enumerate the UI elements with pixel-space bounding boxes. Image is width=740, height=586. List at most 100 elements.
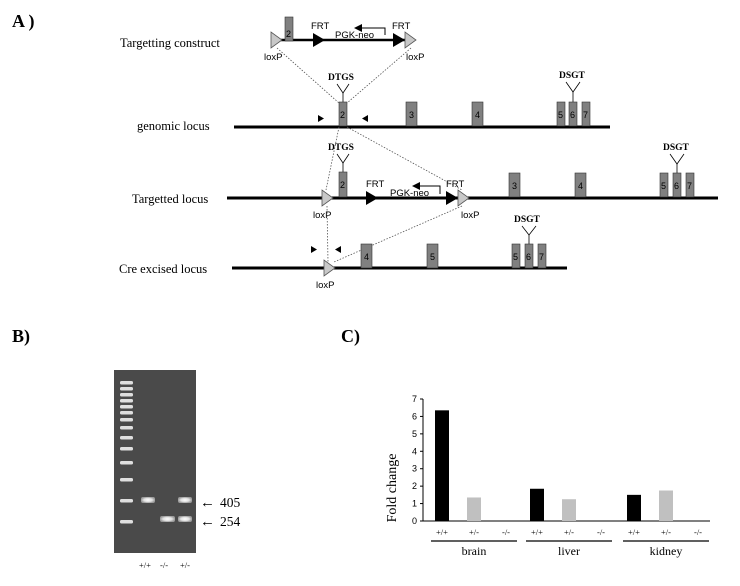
band-254-ko [160, 516, 175, 522]
excised-exon-6 [524, 243, 534, 269]
y-tick-label-3: 3 [412, 464, 417, 474]
genomic-exon-7 [581, 101, 591, 127]
x-tick-label-liver-2: -/- [597, 527, 605, 537]
lane-label-wt: +/+ [139, 560, 151, 570]
construct-neo-arrow-icon [360, 27, 386, 35]
panel-a: A ) Targetting construct genomic locus T… [12, 11, 718, 291]
targeted-loxp-left-label: loxP [313, 210, 331, 221]
targeted-exon-2 [338, 171, 348, 198]
ladder-band-1 [120, 381, 133, 385]
targeted-neo-label: PGK-neo [390, 188, 429, 199]
y-tick-label-4: 4 [412, 446, 417, 456]
ladder-band-14 [120, 520, 133, 524]
targeted-neo-arrowhead-icon [412, 182, 420, 190]
band-254-label: 254 [220, 514, 241, 529]
y-tick-label-1: 1 [412, 499, 417, 509]
group-label-liver: liver [558, 544, 580, 558]
lane-label-het: +/- [180, 560, 190, 570]
excised-exon-5-label: 5 [513, 252, 518, 262]
targeted-exon-7-label: 7 [687, 181, 692, 191]
targeted-loxp-right-icon [457, 189, 470, 207]
targeted-exon-3 [508, 172, 521, 198]
excised-diagram: loxP 4 5 DSGT 5 6 7 [232, 215, 567, 291]
band-254-arrow-icon: ← [200, 514, 215, 530]
targeted-exon-6-label: 6 [674, 181, 679, 191]
ladder-band-2 [120, 387, 133, 391]
ladder-band-10 [120, 447, 133, 451]
ladder-band-11 [120, 461, 133, 465]
row-label-construct: Targetting construct [120, 36, 220, 50]
homology-lines-top [276, 47, 412, 104]
y-tick-label-5: 5 [412, 429, 417, 439]
targeted-frt-right-icon [446, 191, 458, 205]
construct-loxp-left-icon [270, 31, 283, 49]
targeted-dtgs-label: DTGS [328, 143, 354, 153]
genomic-exon-5 [556, 101, 566, 127]
targeted-exon-4-label: 4 [578, 181, 583, 191]
excised-exon-5-box [426, 243, 439, 269]
chart-ylabel: Fold change [385, 454, 400, 523]
genomic-dtgs-label: DTGS [328, 73, 354, 83]
targeted-exon-5-label: 5 [661, 181, 666, 191]
targeted-loxp-left-icon [321, 189, 334, 207]
excised-exon-6-label: 6 [526, 252, 531, 262]
chart-bars [435, 410, 673, 521]
construct-exon-2 [284, 16, 294, 42]
genomic-dsgt-label: DSGT [559, 71, 586, 81]
construct-loxp-right-label: loxP [406, 52, 424, 63]
x-tick-label-brain-1: +/- [469, 527, 479, 537]
genomic-exon-3-label: 3 [409, 110, 414, 120]
excised-exon-5 [511, 243, 521, 269]
genomic-exon-6-label: 6 [570, 110, 575, 120]
y-tick-label-6: 6 [412, 411, 417, 421]
targeted-diagram: DTGS 2 loxP FRT PGK-neo FRT loxP 3 4 DSG… [227, 143, 718, 221]
excised-exon-4 [360, 243, 373, 269]
construct-frt-left-label: FRT [311, 21, 329, 32]
targeted-neo-arrow-icon [418, 185, 441, 194]
gel-bands [141, 497, 192, 522]
ladder-band-6 [120, 411, 133, 415]
x-tick-label-brain-0: +/+ [436, 527, 448, 537]
construct-loxp-right-icon [404, 31, 417, 49]
excised-exon-7-label: 7 [539, 252, 544, 262]
band-254-het [178, 516, 192, 522]
group-label-kidney: kidney [650, 544, 683, 558]
x-tick-label-brain-2: -/- [502, 527, 510, 537]
ladder-band-5 [120, 405, 133, 409]
genomic-exon-2-label: 2 [340, 110, 345, 120]
targeted-exon-6 [672, 172, 682, 198]
group-label-brain: brain [462, 544, 487, 558]
ladder-band-12 [120, 478, 133, 482]
band-405-het [178, 497, 192, 503]
ladder-band-13 [120, 499, 133, 503]
bar-kidney-0 [627, 494, 641, 521]
construct-neo-label: PGK-neo [335, 30, 374, 41]
construct-frt-right-label: FRT [392, 21, 410, 32]
genomic-diagram: DTGS 2 3 4 DSGT 5 6 7 [234, 71, 610, 129]
x-tick-label-kidney-0: +/+ [628, 527, 640, 537]
row-label-excised: Cre excised locus [119, 262, 207, 276]
construct-neo-arrowhead-icon [354, 24, 362, 32]
homology-lines-bottom [326, 205, 463, 263]
band-405-wt [141, 497, 155, 503]
genomic-exon-4 [471, 101, 484, 127]
construct-frt-right-icon [393, 33, 405, 47]
row-label-genomic: genomic locus [137, 119, 210, 133]
chart-x-labels: +/++/--/-brain+/++/--/-liver+/++/--/-kid… [431, 527, 709, 558]
genomic-exon-3 [405, 101, 418, 127]
excised-exon-4-label: 4 [364, 252, 369, 262]
panel-b-label: B) [12, 326, 30, 347]
x-tick-label-liver-0: +/+ [531, 527, 543, 537]
band-405-label: 405 [220, 495, 241, 510]
ladder-band-7 [120, 418, 133, 422]
y-tick-label-0: 0 [412, 516, 417, 526]
targeted-exon-5 [659, 172, 669, 198]
genomic-primer-reverse-icon [362, 115, 368, 122]
bar-brain-1 [467, 497, 481, 521]
targeted-exon-7 [685, 172, 695, 198]
targeted-dsgt-site-icon [669, 153, 685, 165]
genomic-primer-forward-icon [318, 115, 324, 122]
excised-exon-7 [537, 243, 547, 269]
